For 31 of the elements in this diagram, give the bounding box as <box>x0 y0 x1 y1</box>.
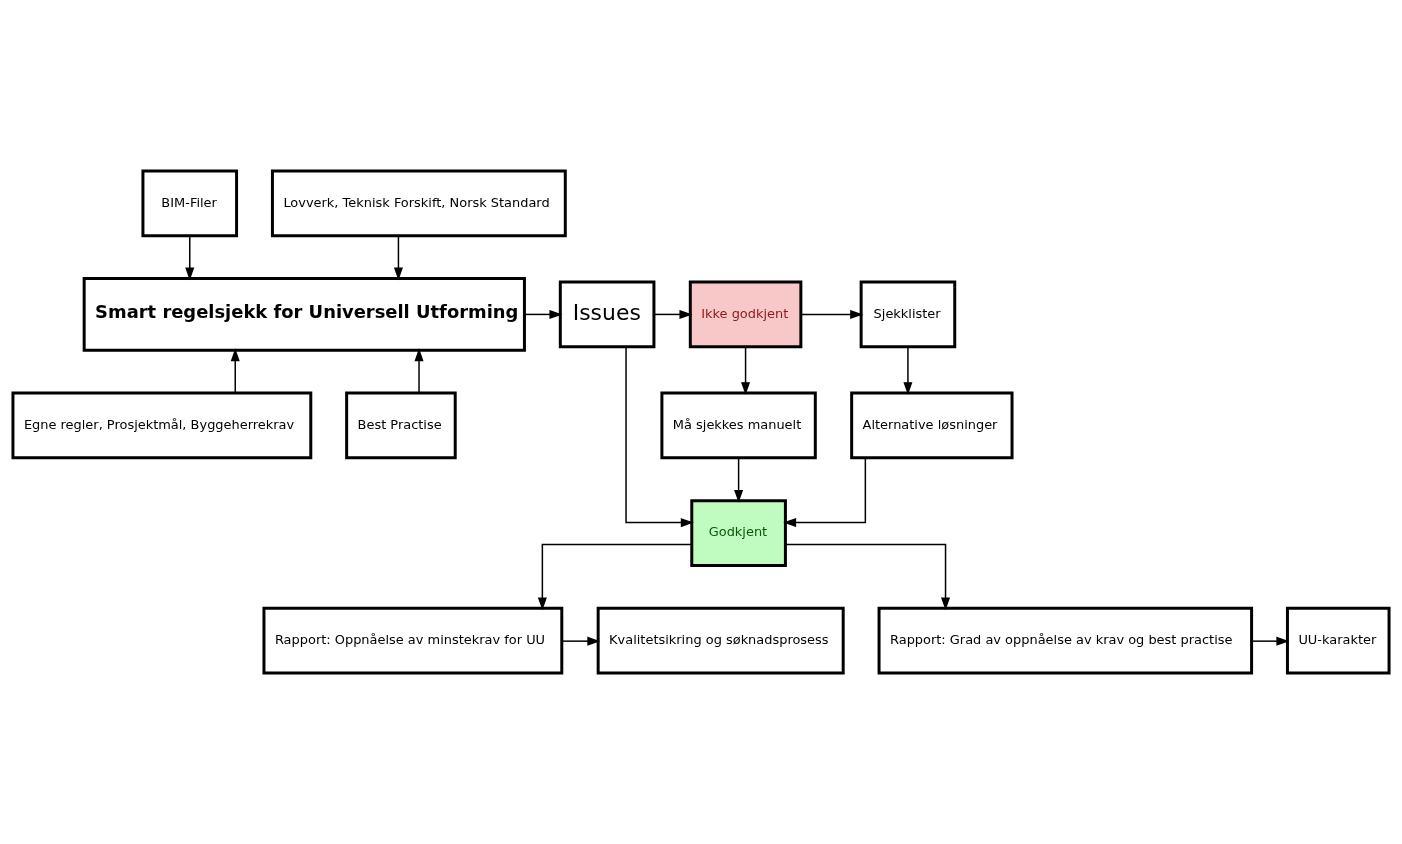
node-box: Sjekklister <box>859 280 957 349</box>
arrow <box>537 543 693 611</box>
node-box: Smart regelsjekk for Universell Utforming <box>82 277 526 352</box>
node-box: Godkjent <box>690 499 787 567</box>
node-box: Må sjekkes manuelt <box>660 391 817 460</box>
node-box: UU-karakter <box>1285 606 1391 675</box>
node-box: Rapport: Oppnåelse av minstekrav for UU <box>262 606 564 675</box>
arrow <box>734 457 744 503</box>
node-box: BIM-Filer <box>141 169 239 238</box>
arrow <box>414 348 424 394</box>
arrow <box>1251 636 1290 646</box>
node-box: Issues <box>558 280 656 349</box>
arrow <box>524 309 563 319</box>
arrow <box>561 636 601 646</box>
arrow <box>784 543 951 611</box>
node-box: Rapport: Grad av oppnåelse av krav og best practise <box>877 606 1254 675</box>
arrow <box>185 235 195 281</box>
arrow <box>903 346 913 396</box>
node-box: Lovverk, Teknisk Forskift, Norsk Standard <box>270 169 567 238</box>
node-box: Ikke godkjent <box>688 280 803 349</box>
arrow <box>741 346 751 396</box>
arrow <box>800 309 864 319</box>
arrow <box>393 235 403 281</box>
arrow <box>230 348 240 394</box>
arrow <box>653 309 693 319</box>
arrow <box>625 346 694 528</box>
node-box: Best Practise <box>345 391 457 460</box>
arrow <box>783 457 867 528</box>
node-box: Egne regler, Prosjektmål, Byggeherrekrav <box>11 391 313 460</box>
node-box: Kvalitetsikring og søknadsprosess <box>596 606 845 675</box>
node-box: Alternative løsninger <box>850 391 1014 460</box>
